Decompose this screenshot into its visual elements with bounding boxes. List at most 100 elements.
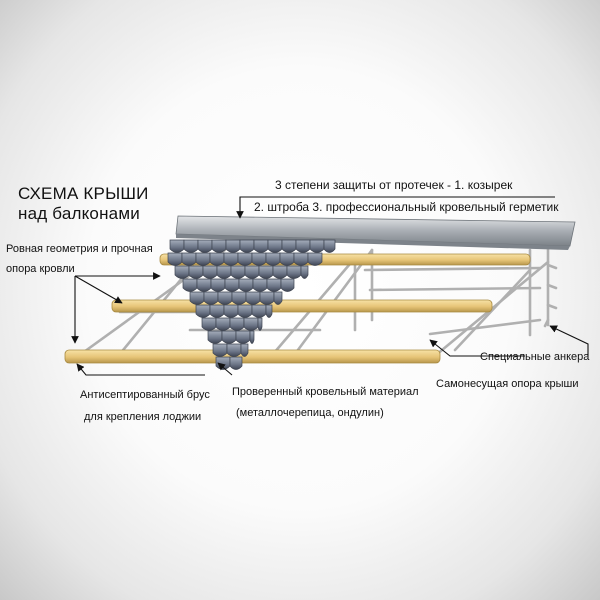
roof-tile bbox=[286, 265, 302, 279]
roof-tile bbox=[307, 252, 323, 266]
roof-tile bbox=[217, 291, 233, 305]
roof-tile bbox=[223, 252, 239, 266]
label-beam-line1: Антисептированный брус bbox=[80, 389, 210, 401]
roof-tile bbox=[230, 265, 246, 279]
roof-tile bbox=[237, 252, 253, 266]
roof-tile bbox=[209, 304, 225, 318]
leader-protection bbox=[236, 196, 555, 219]
anchor-bracket bbox=[543, 318, 550, 328]
label-support: Самонесущая опора крыши bbox=[436, 378, 579, 390]
diagram-title-line1: СХЕМА КРЫШИ bbox=[18, 184, 149, 203]
frame-rail bbox=[428, 318, 542, 336]
frame-diagonal bbox=[453, 268, 532, 352]
roof-tile bbox=[174, 265, 190, 279]
label-geometry-line1: Ровная геометрия и прочная bbox=[6, 243, 153, 255]
roof-tile bbox=[309, 239, 325, 253]
roof-tile bbox=[195, 304, 211, 318]
roof-tile bbox=[265, 304, 273, 318]
roof-tile bbox=[280, 278, 295, 292]
roof-tile bbox=[182, 278, 198, 292]
roof-tile bbox=[279, 252, 295, 266]
roof-tile bbox=[245, 291, 261, 305]
label-beam-line2: для крепления лоджии bbox=[84, 411, 202, 423]
roof-tile bbox=[267, 239, 283, 253]
roof-tile bbox=[216, 265, 232, 279]
roof-tile bbox=[224, 278, 240, 292]
roof-tile bbox=[195, 252, 211, 266]
roof-tile bbox=[240, 343, 249, 357]
roof-tile bbox=[188, 265, 204, 279]
roof-tile bbox=[231, 291, 247, 305]
roof-tile bbox=[196, 278, 212, 292]
roof-tile bbox=[221, 330, 237, 344]
roof-tile bbox=[300, 265, 309, 279]
leader-anchors bbox=[549, 325, 589, 356]
roof-tile bbox=[210, 278, 226, 292]
roof-tile bbox=[238, 278, 254, 292]
roof-tile bbox=[169, 239, 185, 253]
frame-rail bbox=[363, 266, 542, 272]
roof-tile bbox=[293, 252, 309, 266]
anchor-bracket bbox=[546, 303, 558, 310]
roof-tile bbox=[181, 252, 197, 266]
anchor-bracket bbox=[546, 263, 558, 270]
leader-beam bbox=[76, 363, 205, 376]
roof-tile bbox=[197, 239, 213, 253]
roof-tile bbox=[273, 291, 283, 305]
roof-tile bbox=[251, 252, 267, 266]
roof-tile bbox=[167, 252, 183, 266]
diagram-title-line2: над балконами bbox=[18, 204, 140, 223]
roof-tile bbox=[249, 330, 255, 344]
roof-tile bbox=[281, 239, 297, 253]
roof-tile bbox=[229, 356, 243, 370]
roof-tile bbox=[239, 239, 255, 253]
beam-bottom bbox=[64, 349, 441, 364]
roof-tile bbox=[259, 291, 275, 305]
roof-tile bbox=[209, 252, 225, 266]
leader-support bbox=[429, 339, 525, 357]
roof-tile bbox=[225, 239, 241, 253]
roof-tile bbox=[295, 239, 311, 253]
roof-tile bbox=[202, 265, 218, 279]
metal-visor bbox=[175, 215, 576, 250]
roof-tile bbox=[258, 265, 274, 279]
roof-tile bbox=[237, 304, 253, 318]
roof-tile bbox=[207, 330, 223, 344]
roof-tile bbox=[266, 278, 282, 292]
leader-geometry-middle bbox=[74, 275, 123, 304]
roof-tiles bbox=[167, 239, 336, 370]
roof-tile bbox=[252, 278, 268, 292]
label-material-line2: (металлочерепица, ондулин) bbox=[236, 407, 384, 419]
roof-tile bbox=[253, 239, 269, 253]
roof-tile bbox=[189, 291, 205, 305]
leader-material bbox=[217, 362, 233, 376]
roof-tile bbox=[235, 330, 251, 344]
roof-tile bbox=[212, 343, 228, 357]
anchor-bracket bbox=[546, 283, 558, 290]
label-material-line1: Проверенный кровельный материал bbox=[232, 386, 419, 398]
roof-tile bbox=[251, 304, 267, 318]
roof-tile bbox=[183, 239, 199, 253]
label-protection-line1: 3 степени защиты от протечек - 1. козыре… bbox=[275, 178, 513, 192]
label-anchors: Специальные анкера bbox=[480, 351, 590, 363]
roof-tile bbox=[265, 252, 281, 266]
roof-tile bbox=[201, 317, 217, 331]
roof-tile bbox=[215, 317, 231, 331]
roof-tile bbox=[323, 239, 336, 253]
roof-tile bbox=[272, 265, 288, 279]
roof-tile bbox=[257, 317, 263, 331]
roof-tile bbox=[211, 239, 227, 253]
label-protection-line2: 2. штроба 3. профессиональный кровельный… bbox=[254, 200, 559, 214]
roof-tile bbox=[243, 317, 259, 331]
leader-lines bbox=[71, 196, 589, 376]
roof-tile bbox=[244, 265, 260, 279]
roof-tile bbox=[226, 343, 242, 357]
roof-tile bbox=[223, 304, 239, 318]
roof-tile bbox=[203, 291, 219, 305]
roof-tile bbox=[229, 317, 245, 331]
beam-middle bbox=[111, 299, 493, 313]
label-geometry-line2: опора кровли bbox=[6, 263, 75, 275]
frame-rail bbox=[368, 286, 542, 292]
